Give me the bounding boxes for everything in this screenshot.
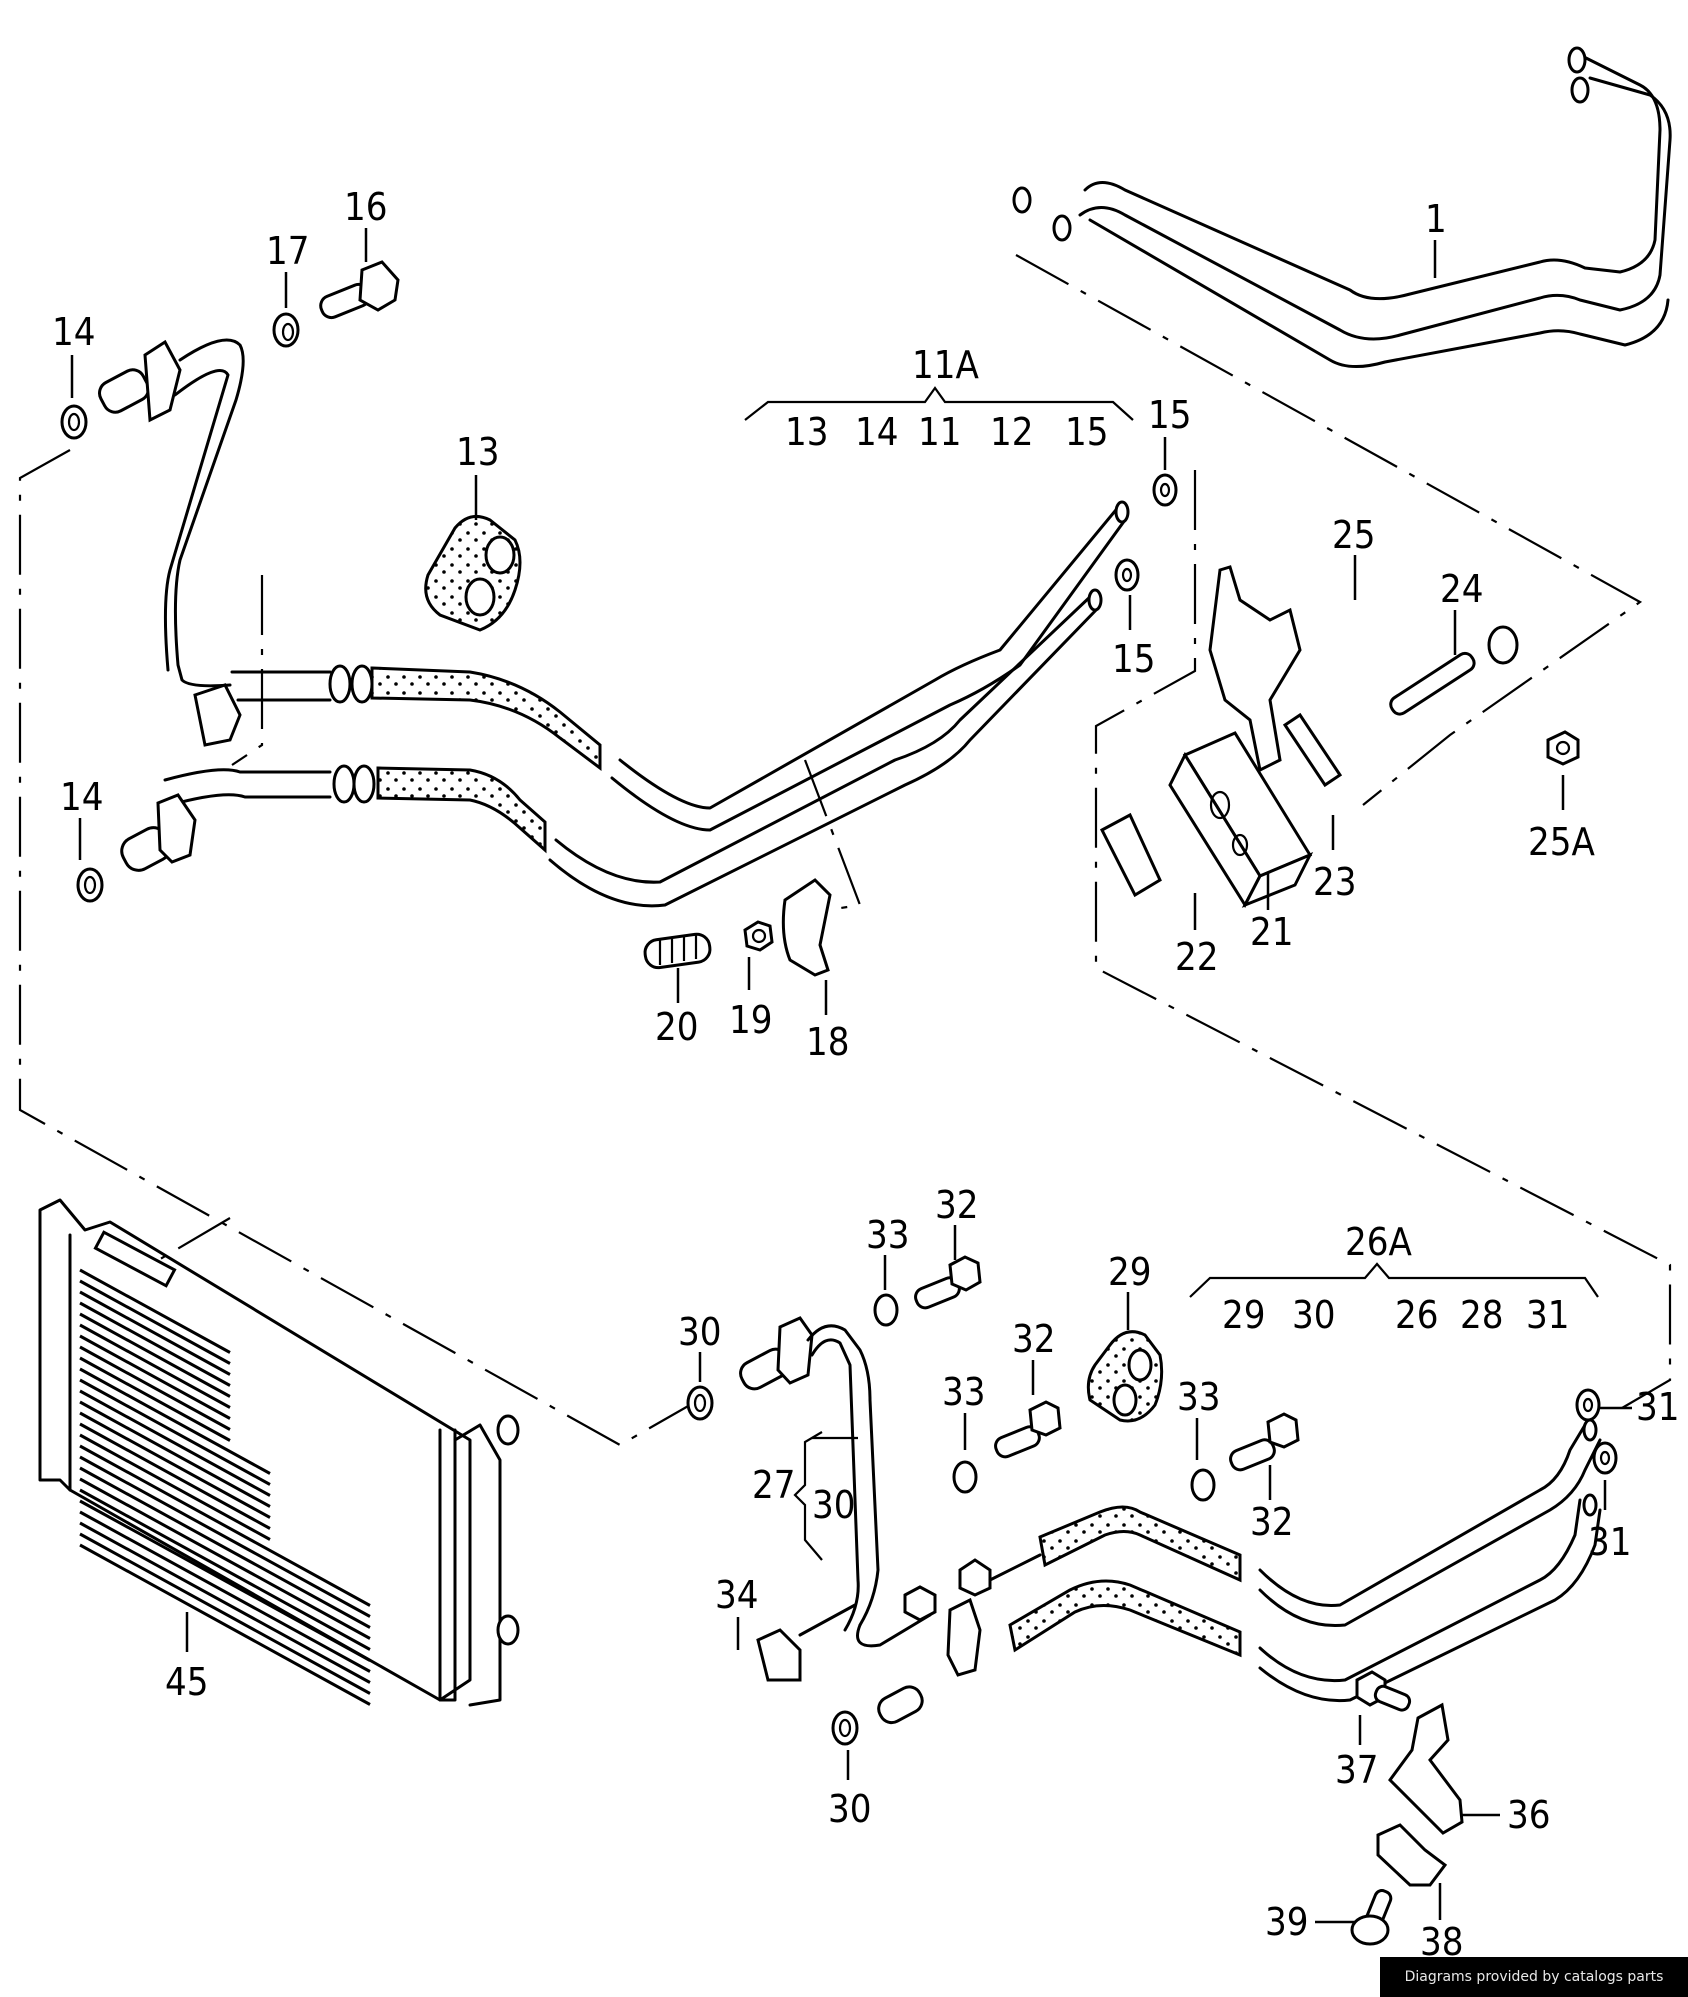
group-11A-member-13: 13 xyxy=(785,410,829,454)
callout-group-11A: 11A xyxy=(912,343,979,387)
callout-32-top: 32 xyxy=(935,1183,979,1227)
group-11A-member-14: 14 xyxy=(855,410,899,454)
attribution-badge: Diagrams provided by catalogs parts xyxy=(1380,1957,1688,1997)
radiator-fin xyxy=(79,1466,371,1629)
group-26A-member-30: 30 xyxy=(1292,1293,1336,1337)
radiator-fin xyxy=(79,1521,371,1684)
radiator-fin xyxy=(79,1367,271,1475)
group-11A-member-12: 12 xyxy=(990,410,1034,454)
part-13-hose-clamp xyxy=(424,514,522,632)
callout-33-right: 33 xyxy=(1177,1375,1221,1419)
callout-45: 45 xyxy=(165,1660,209,1704)
bolts-32-washers-33 xyxy=(873,1255,1300,1502)
radiator-fin xyxy=(79,1334,231,1420)
radiator-fin xyxy=(79,1444,371,1607)
part-1-double-cooler-pipe xyxy=(1012,46,1672,368)
upper-left-pipe-assembly xyxy=(60,260,400,688)
callout-31-right: 31 xyxy=(1636,1385,1680,1429)
callout-group-26A: 26A xyxy=(1345,1220,1412,1264)
callout-13: 13 xyxy=(456,430,500,474)
callout-15-top: 15 xyxy=(1148,393,1192,437)
lower-pipe-assembly xyxy=(686,1316,1602,1746)
radiator-fin xyxy=(79,1356,231,1442)
callout-labels: 1 16 17 14 14 13 15 15 11A 13 14 11 12 1… xyxy=(52,185,1680,1964)
leader-lines xyxy=(70,228,1632,1924)
callout-25: 25 xyxy=(1332,513,1376,557)
callout-29: 29 xyxy=(1108,1250,1152,1294)
callout-16: 16 xyxy=(344,185,388,229)
radiator-fin xyxy=(79,1400,271,1508)
radiator-fin xyxy=(79,1312,231,1398)
callout-38: 38 xyxy=(1420,1920,1464,1964)
callout-27: 27 xyxy=(752,1463,796,1507)
radiator-fin xyxy=(79,1345,231,1431)
group-braces xyxy=(744,386,1599,1561)
callout-32-middle: 32 xyxy=(1012,1317,1056,1361)
cooler-hoses-11-12 xyxy=(76,500,1130,908)
radiator-fin xyxy=(79,1279,231,1365)
callout-34: 34 xyxy=(715,1573,759,1617)
callout-19: 19 xyxy=(729,998,773,1042)
callout-33-top: 33 xyxy=(866,1213,910,1257)
callout-36: 36 xyxy=(1507,1793,1551,1837)
radiator-fin xyxy=(79,1422,271,1530)
washers-15 xyxy=(1114,473,1178,592)
callout-18: 18 xyxy=(806,1020,850,1064)
callout-31-lower: 31 xyxy=(1588,1520,1632,1564)
parts-21-25A-cooler-mount xyxy=(1099,565,1580,909)
part-29-hose-clamp xyxy=(1086,1330,1164,1423)
group-26A-member-28: 28 xyxy=(1460,1293,1504,1337)
radiator-fin xyxy=(79,1477,371,1640)
part-45-radiator xyxy=(38,1198,520,1707)
callout-30-bottom: 30 xyxy=(828,1787,872,1831)
radiator-fin xyxy=(79,1290,231,1376)
radiator-fin xyxy=(79,1301,231,1387)
group-11A-member-11: 11 xyxy=(918,410,962,454)
callout-17: 17 xyxy=(266,229,310,273)
radiator-fin xyxy=(79,1378,271,1486)
assembly-guide-lines xyxy=(18,254,1672,1447)
group-26A-member-29: 29 xyxy=(1222,1293,1266,1337)
callout-20: 20 xyxy=(655,1005,699,1049)
radiator-fins xyxy=(79,1268,371,1706)
radiator-fin xyxy=(79,1510,371,1673)
parts-18-19-20-bracket-nut-stud xyxy=(643,878,832,977)
callout-1: 1 xyxy=(1425,197,1447,241)
callout-25A: 25A xyxy=(1528,820,1595,864)
callout-32-right: 32 xyxy=(1250,1500,1294,1544)
radiator-fin xyxy=(79,1543,371,1706)
radiator-fin xyxy=(79,1488,371,1651)
callout-39: 39 xyxy=(1265,1900,1309,1944)
radiator-fin xyxy=(79,1323,231,1409)
radiator-fin xyxy=(79,1455,371,1618)
radiator-fin xyxy=(79,1499,371,1662)
callout-22: 22 xyxy=(1175,935,1219,979)
parts-36-39-brackets-bolts xyxy=(1350,1670,1464,1946)
callout-30-bracket: 30 xyxy=(812,1483,856,1527)
radiator-fin xyxy=(79,1268,231,1354)
callout-30-left: 30 xyxy=(678,1310,722,1354)
radiator-fin xyxy=(79,1389,271,1497)
callout-14-bottom: 14 xyxy=(60,775,104,819)
radiator-fin xyxy=(79,1411,271,1519)
callout-21: 21 xyxy=(1250,910,1294,954)
callout-14-top: 14 xyxy=(52,310,96,354)
group-11A-member-15: 15 xyxy=(1065,410,1109,454)
callout-23: 23 xyxy=(1313,860,1357,904)
group-26A-member-31: 31 xyxy=(1526,1293,1570,1337)
callout-37: 37 xyxy=(1335,1748,1379,1792)
washers-31 xyxy=(1575,1388,1618,1475)
callout-33-middle: 33 xyxy=(942,1370,986,1414)
group-26A-member-26: 26 xyxy=(1395,1293,1439,1337)
radiator-fin xyxy=(79,1433,271,1541)
radiator-fin xyxy=(79,1532,371,1695)
callout-15-bottom: 15 xyxy=(1112,637,1156,681)
callout-24: 24 xyxy=(1440,567,1484,611)
